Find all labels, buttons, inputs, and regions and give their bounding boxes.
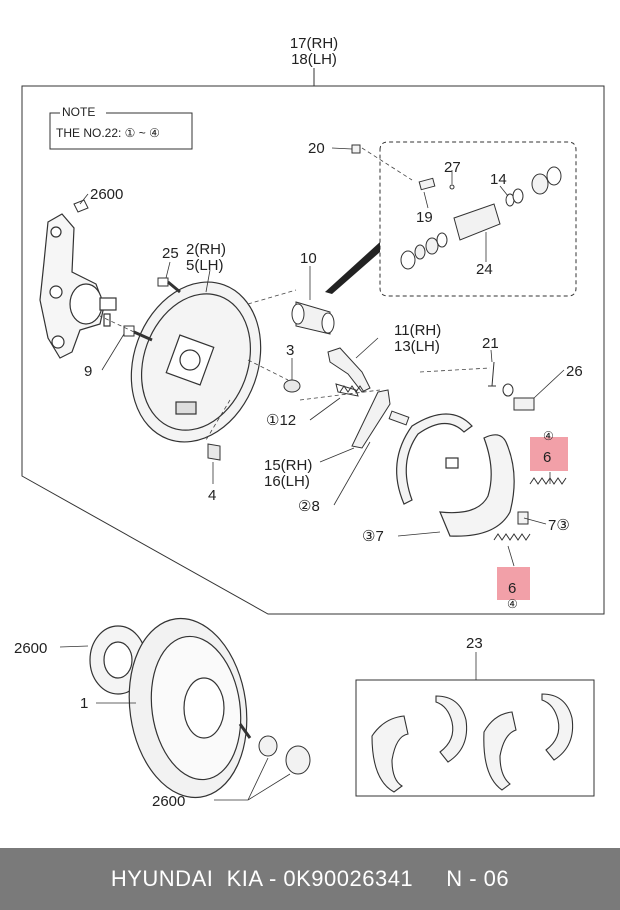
label-24: 24 — [476, 261, 493, 278]
assembly-outline — [21, 85, 605, 615]
label-3: 3 — [286, 342, 294, 359]
bolt-25 — [157, 277, 181, 294]
adjuster-lever — [327, 347, 371, 397]
highlight-6-lower — [497, 567, 530, 600]
label-20: 20 — [308, 140, 325, 157]
label-8: ②8 — [298, 498, 320, 515]
strut-15-16 — [351, 389, 410, 449]
subbox-pointer — [325, 242, 380, 294]
label-6-lower-circle: ④ — [507, 597, 518, 611]
title-rh: 17(RH) — [290, 35, 338, 52]
bolt-26 — [502, 383, 535, 411]
label-12: ①12 — [266, 412, 296, 429]
label-23: 23 — [466, 635, 483, 652]
steering-knuckle — [39, 213, 117, 359]
label-14: 14 — [490, 171, 507, 188]
spring-6-upper — [529, 477, 567, 485]
spring-12 — [339, 385, 365, 393]
cap-4 — [207, 443, 221, 461]
bolt-9 — [123, 325, 153, 342]
label-13lh: 13(LH) — [394, 338, 440, 355]
backing-plate — [130, 281, 262, 443]
label-2600-bot: 2600 — [152, 793, 185, 810]
note-text: THE NO.22: ① ~ ④ — [56, 126, 160, 140]
hub-nut — [258, 735, 311, 775]
shoe-kit-box — [355, 679, 595, 797]
label-1: 1 — [80, 695, 88, 712]
label-6-upper-circle: ④ — [543, 429, 554, 443]
highlight-6-upper — [530, 437, 568, 471]
label-4: 4 — [208, 487, 216, 504]
label-2rh: 2(RH) — [186, 241, 226, 258]
label-15rh: 15(RH) — [264, 457, 312, 474]
hold-down-pin-21 — [488, 361, 496, 387]
label-2600-top: 2600 — [90, 186, 123, 203]
label-5lh: 5(LH) — [186, 257, 224, 274]
wheel-cylinder-10 — [291, 301, 335, 335]
clip-7 — [517, 511, 529, 525]
nut-3 — [283, 379, 301, 393]
label-27: 27 — [444, 159, 461, 176]
spring-6-lower — [493, 533, 531, 541]
label-25: 25 — [162, 245, 179, 262]
label-11rh: 11(RH) — [394, 322, 441, 339]
label-6-upper: 6 — [543, 449, 551, 466]
label-16lh: 16(LH) — [264, 473, 310, 490]
note-header: NOTE — [62, 105, 95, 119]
brake-shoe-left — [396, 413, 473, 505]
note-box: NOTE THE NO.22: ① ~ ④ — [49, 104, 193, 150]
cylinder-exploded-parts — [351, 144, 562, 270]
brake-drum — [128, 617, 248, 799]
label-73: 7③ — [548, 517, 570, 534]
part-number-footer: HYUNDAI KIA - 0K90026341 N - 06 — [0, 848, 620, 910]
label-6-lower: 6 — [508, 580, 516, 597]
brake-shoe-right — [439, 434, 515, 537]
leader-lines — [59, 147, 565, 801]
label-9: 9 — [84, 363, 92, 380]
footer-text: HYUNDAI KIA - 0K90026341 N - 06 — [110, 866, 510, 891]
label-37: ③7 — [362, 528, 384, 545]
guide-lines — [99, 147, 491, 441]
title-lh: 18(LH) — [291, 51, 337, 68]
label-26: 26 — [566, 363, 583, 380]
shoe-kit-shoes — [371, 693, 574, 793]
label-21: 21 — [482, 335, 499, 352]
label-19: 19 — [416, 209, 433, 226]
label-10: 10 — [300, 250, 317, 267]
cylinder-subbox — [379, 141, 577, 297]
label-2600-mid: 2600 — [14, 640, 47, 657]
